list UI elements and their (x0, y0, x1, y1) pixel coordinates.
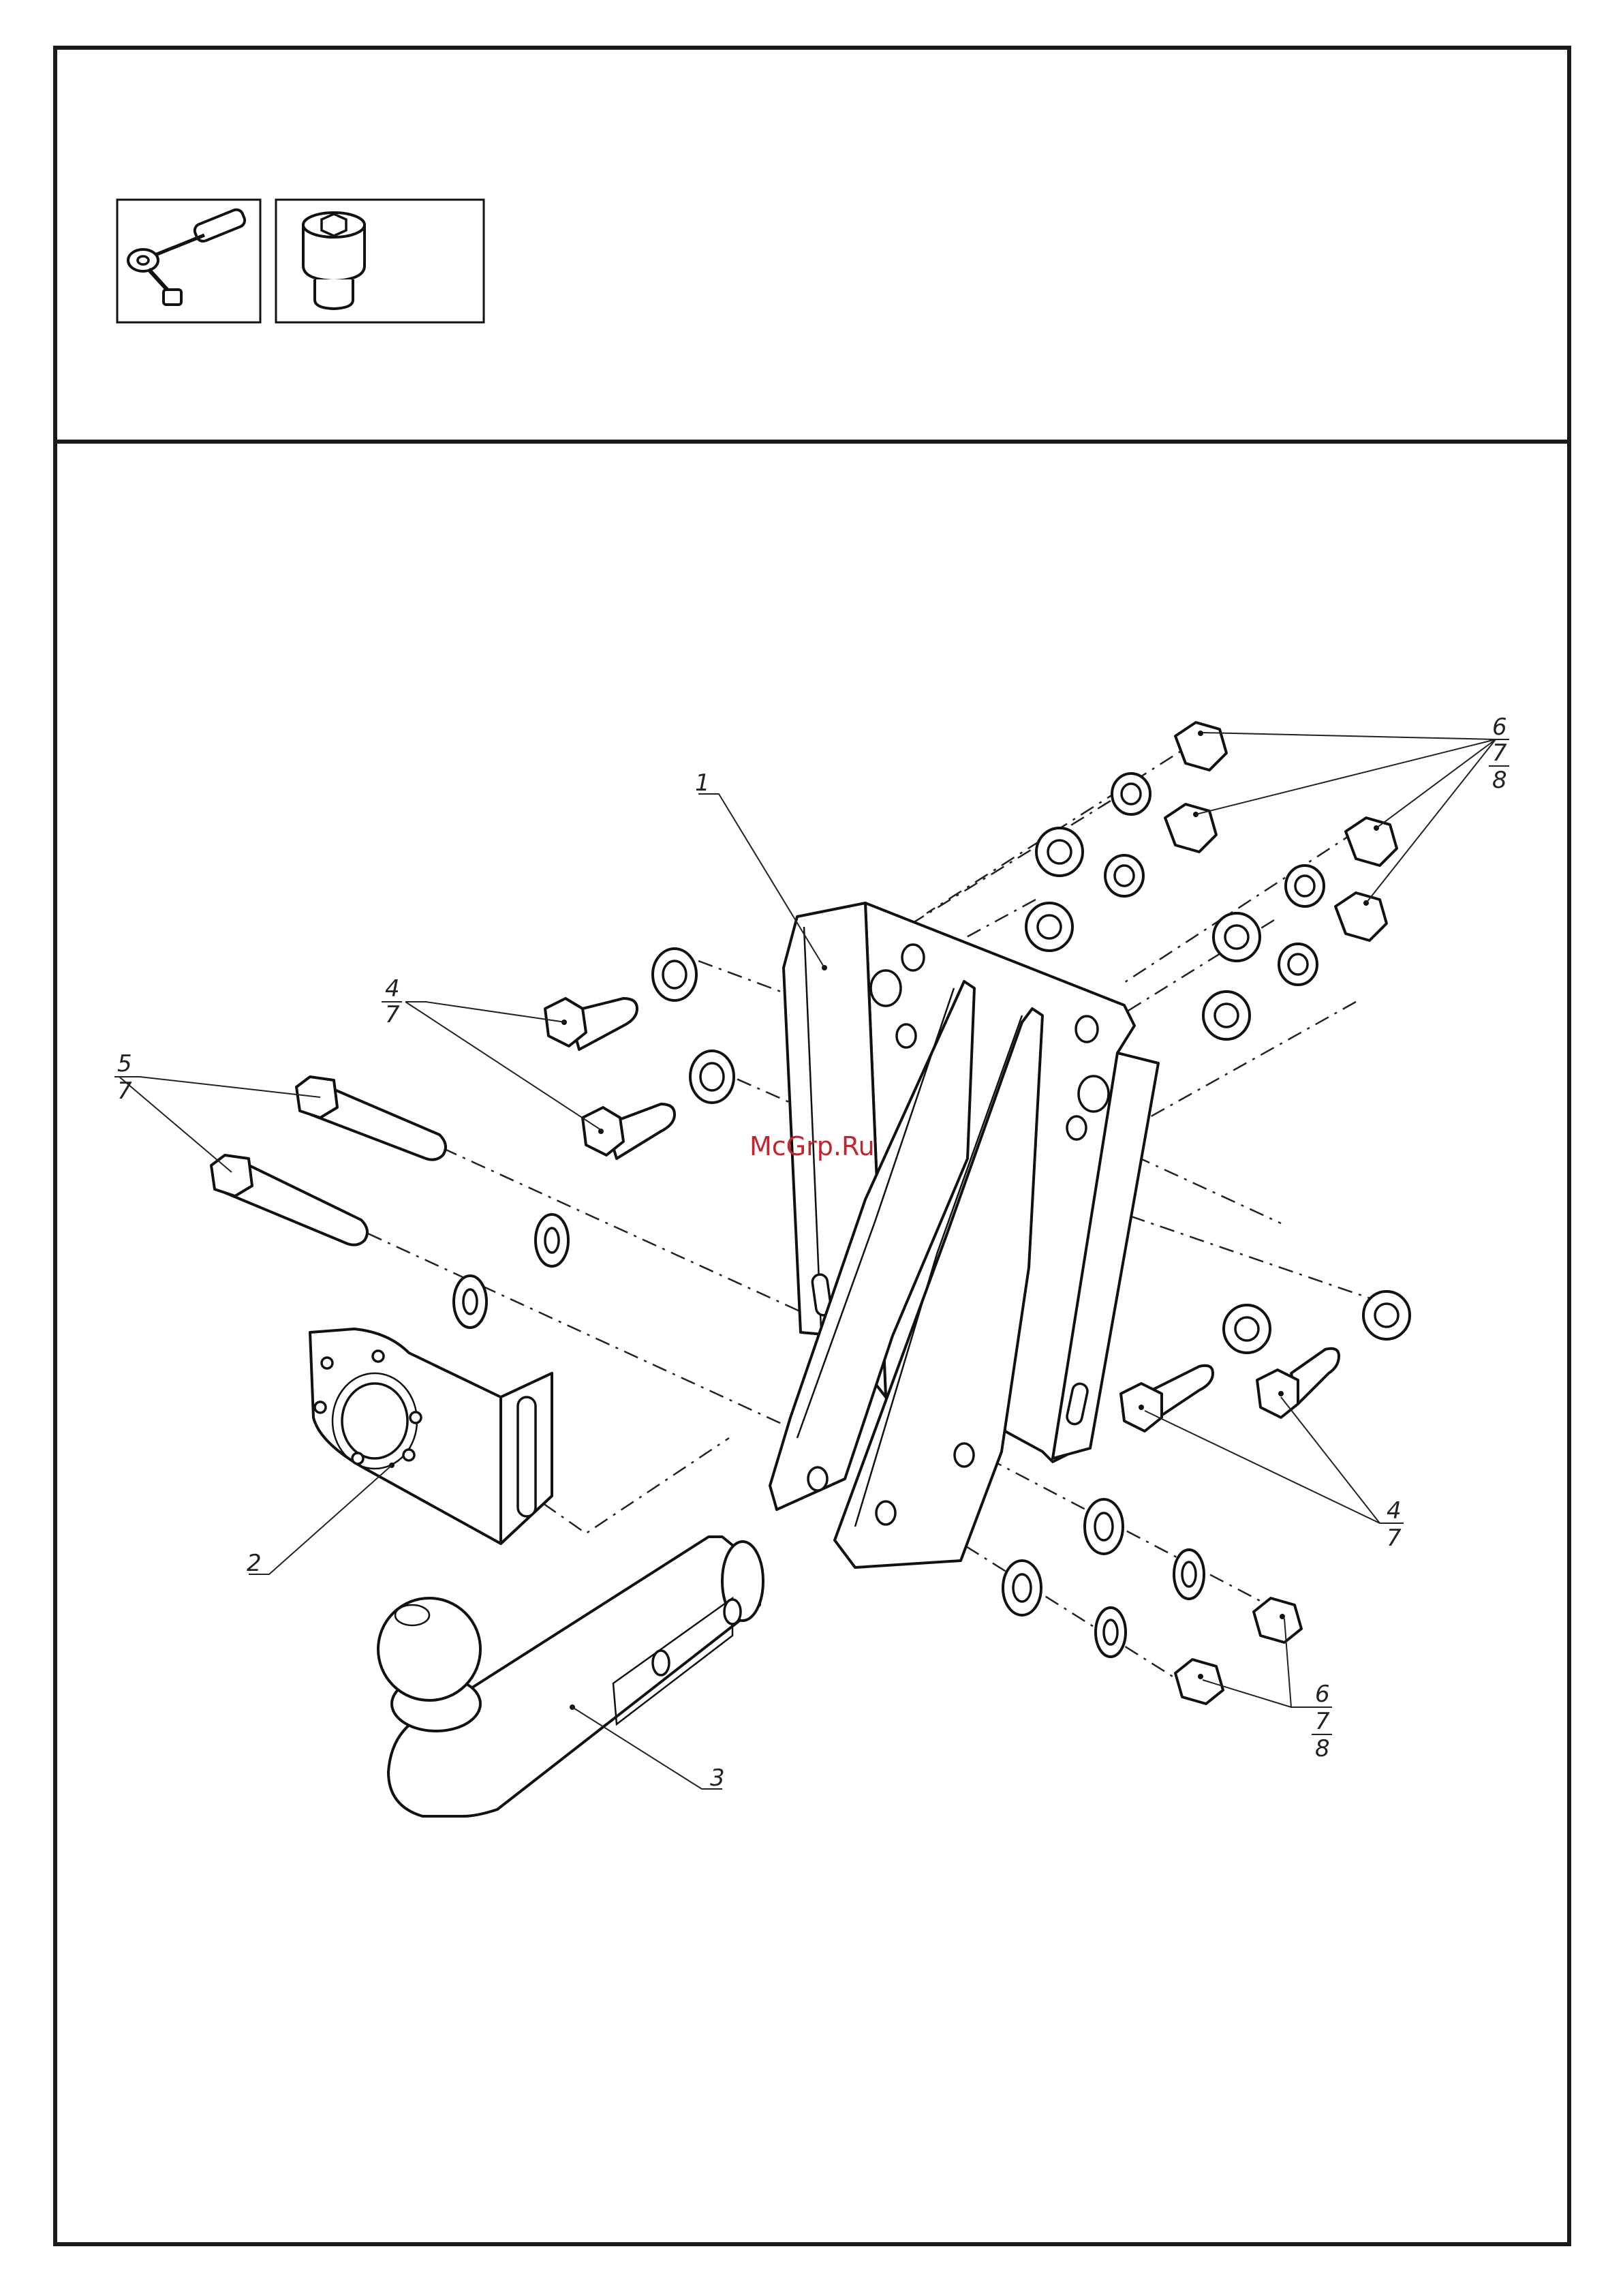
nut-lower-1 (1254, 1598, 1301, 1642)
washer (1224, 1305, 1270, 1353)
svg-text:8: 8 (1315, 1735, 1330, 1762)
washer (1363, 1291, 1410, 1339)
svg-text:6: 6 (1315, 1681, 1330, 1708)
svg-text:4: 4 (385, 975, 400, 1002)
socket-head-icon (303, 213, 365, 309)
washer (1279, 944, 1317, 985)
washer (1003, 1561, 1041, 1615)
svg-text:1: 1 (695, 769, 710, 797)
nut-upper-4 (1335, 893, 1387, 940)
main-bracket-plate (770, 903, 1158, 1567)
svg-text:7: 7 (1492, 739, 1507, 767)
svg-text:7: 7 (1387, 1525, 1402, 1552)
washer (1214, 913, 1260, 961)
bolt-upper-left-1 (545, 998, 637, 1050)
nut-lower-2 (1175, 1659, 1223, 1704)
callout-part1: 1 (695, 769, 710, 797)
callout-nuts-lower: 6 7 8 (1312, 1681, 1332, 1762)
ratchet-wrench-icon (128, 208, 247, 305)
svg-text:5: 5 (117, 1050, 132, 1077)
watermark-text: McGrp.Ru (749, 1131, 875, 1161)
svg-text:2: 2 (247, 1550, 262, 1577)
nut-upper-1 (1175, 722, 1226, 770)
callout-part2: 2 (247, 1550, 262, 1577)
washer (1112, 774, 1150, 814)
washer (454, 1276, 486, 1328)
washer (1085, 1499, 1123, 1554)
callout-part3: 3 (710, 1764, 725, 1792)
diagram-panel-frame (55, 442, 1569, 2244)
bolt-lower-right-2 (1257, 1349, 1339, 1418)
washer (1026, 903, 1072, 951)
washer (1105, 855, 1143, 896)
nut-upper-3 (1346, 818, 1397, 866)
svg-text:6: 6 (1492, 714, 1507, 741)
washer (1036, 828, 1083, 876)
tool-box-socket (276, 200, 484, 322)
callout-bolt-upper-left: 4 7 (382, 975, 402, 1028)
svg-text:8: 8 (1492, 767, 1507, 794)
svg-text:7: 7 (117, 1077, 132, 1105)
socket-plate (310, 1329, 552, 1544)
long-bolt-2 (211, 1155, 367, 1245)
washer (653, 949, 696, 1000)
svg-text:7: 7 (1315, 1708, 1330, 1735)
svg-text:3: 3 (710, 1764, 725, 1792)
long-bolt-1 (296, 1077, 446, 1160)
washer (1174, 1550, 1204, 1599)
washer (690, 1051, 734, 1103)
bolt-upper-left-2 (583, 1104, 675, 1159)
callout-bolt-lower-right: 4 7 (1383, 1497, 1404, 1552)
washer (1286, 866, 1324, 906)
washer (1096, 1608, 1126, 1657)
callout-nuts-upper: 6 7 8 (1489, 714, 1509, 794)
washer (1203, 992, 1250, 1039)
callout-long-bolt: 5 7 (114, 1050, 135, 1105)
tool-box-ratchet (117, 200, 260, 322)
tow-ball-neck (378, 1537, 763, 1816)
svg-text:4: 4 (1387, 1497, 1402, 1525)
tools-panel-frame (55, 48, 1569, 442)
washer (536, 1214, 568, 1266)
svg-text:7: 7 (385, 1001, 400, 1028)
